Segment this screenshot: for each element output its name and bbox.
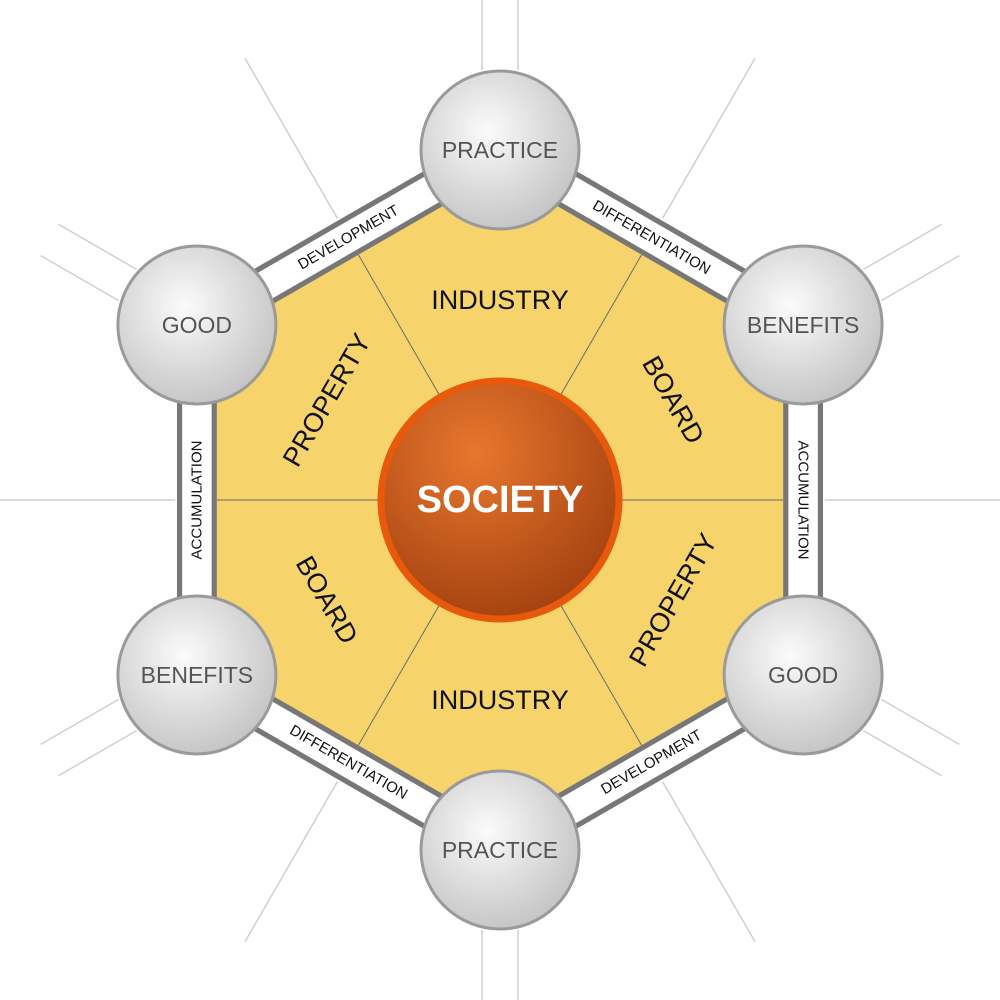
node[interactable]: BENEFITS [116, 594, 278, 756]
node-label: GOOD [768, 662, 838, 688]
vertex-ray-line [863, 223, 942, 271]
link-label: ACCUMULATION [795, 441, 812, 560]
center-label: SOCIETY [417, 479, 584, 521]
center-circle [377, 377, 623, 623]
node-label: BENEFITS [141, 662, 253, 688]
node[interactable]: BENEFITS [722, 244, 884, 406]
vertex-ray-line [58, 729, 137, 777]
node-circle [116, 244, 278, 406]
vertex-ray-line [40, 254, 119, 302]
vertex-ray-line [863, 729, 942, 777]
edge-ray-line [244, 57, 339, 219]
vertex-ray-line [881, 698, 960, 746]
edge-ray-line [661, 781, 756, 943]
segment-label: INDUSTRY [431, 685, 569, 715]
link-label: ACCUMULATION [189, 441, 206, 560]
node-circle [419, 69, 581, 231]
node-circle [116, 594, 278, 756]
nodes: PRACTICE BENEFITS GOOD PRACTICE BENEFITS GOOD [116, 69, 884, 931]
center-node[interactable]: SOCIETY [377, 377, 623, 623]
node-label: PRACTICE [442, 837, 558, 863]
node[interactable]: GOOD [722, 594, 884, 756]
vertex-ray-line [40, 698, 119, 746]
edge-ray-line [244, 781, 339, 943]
node-circle [722, 244, 884, 406]
node[interactable]: PRACTICE [419, 69, 581, 231]
node-label: GOOD [162, 312, 232, 338]
vertex-ray-line [881, 254, 960, 302]
node-label: BENEFITS [747, 312, 859, 338]
node-circle [419, 769, 581, 931]
node-circle [722, 594, 884, 756]
edge-ray-line [661, 57, 756, 219]
segment-label: INDUSTRY [431, 285, 569, 315]
node[interactable]: GOOD [116, 244, 278, 406]
node-label: PRACTICE [442, 137, 558, 163]
node[interactable]: PRACTICE [419, 769, 581, 931]
vertex-ray-line [58, 223, 137, 271]
